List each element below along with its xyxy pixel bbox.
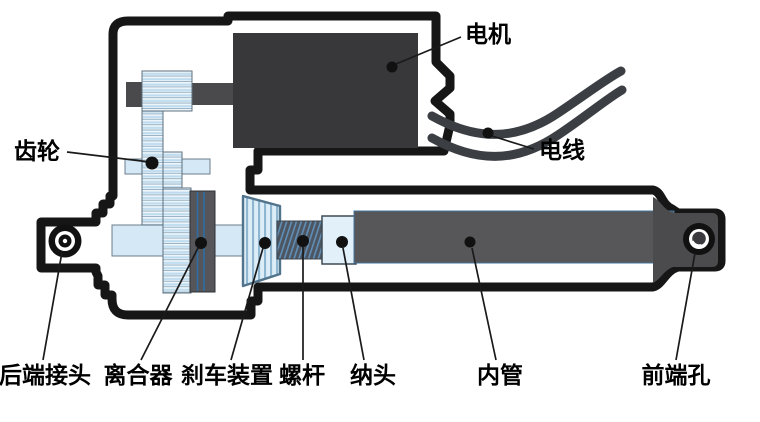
- leader-inner-tube: [471, 247, 497, 361]
- leader-gear: [66, 151, 151, 163]
- leader-lines: [42, 36, 696, 361]
- label-screw: 螺杆: [279, 362, 325, 388]
- gear-secondary-column: [162, 151, 183, 191]
- shaft-end-tab: [126, 82, 142, 107]
- dot-inner-tube: [464, 236, 476, 248]
- labels: 电机 电线 齿轮 后端接头 离合器 刹车装置 螺杆 纳头 内管 前端孔: [0, 21, 711, 388]
- dot-screw: [297, 235, 309, 247]
- rear-connector-ring: [48, 224, 82, 258]
- dot-wire: [482, 127, 494, 139]
- leader-rear-connector: [42, 251, 63, 361]
- label-gear: 齿轮: [14, 138, 60, 164]
- leader-clutch: [140, 247, 199, 361]
- gear-final-big: [162, 187, 192, 294]
- motor-shaft: [192, 83, 236, 105]
- wire-upper: [427, 66, 626, 139]
- label-brake: 刹车装置: [181, 362, 273, 388]
- dot-clutch: [195, 237, 207, 249]
- leader-motor: [395, 36, 462, 65]
- leader-dots: [145, 61, 494, 249]
- label-rear-connector: 后端接头: [0, 362, 91, 388]
- label-nut: 纳头: [350, 362, 396, 388]
- dot-nut: [336, 236, 348, 248]
- leader-brake: [230, 247, 264, 361]
- dot-brake: [259, 237, 271, 249]
- label-front-hole: 前端孔: [642, 362, 711, 388]
- leader-front-hole: [675, 252, 696, 361]
- dot-motor: [386, 61, 398, 73]
- label-wire: 电线: [539, 137, 585, 163]
- label-inner-tube: 内管: [477, 362, 523, 388]
- leader-wire: [491, 135, 535, 150]
- wire-lower: [427, 85, 627, 161]
- wires: [427, 66, 627, 161]
- leader-nut: [342, 247, 365, 361]
- gear-primary: [141, 70, 193, 112]
- label-motor: 电机: [465, 21, 511, 47]
- dot-gear: [145, 156, 159, 170]
- motor-block: [233, 33, 418, 148]
- label-clutch: 离合器: [104, 362, 174, 388]
- front-hole-ring: [683, 223, 715, 255]
- inner-tube: [353, 210, 675, 264]
